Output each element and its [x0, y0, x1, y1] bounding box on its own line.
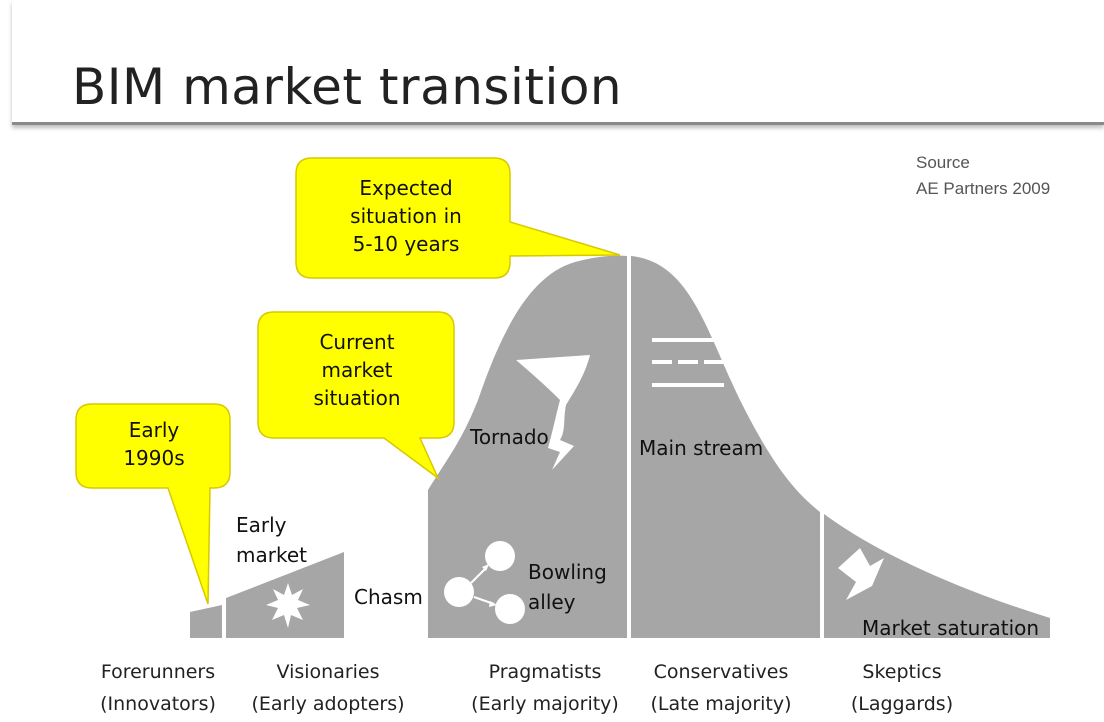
- callout-expected-bubble: [295, 157, 621, 279]
- label-bowling-alley-line: Bowling: [528, 560, 607, 584]
- starburst-icon: [266, 583, 310, 628]
- label-tornado: Tornado: [470, 425, 549, 449]
- segment-label-early-majority: Pragmatists (Early majority): [455, 656, 635, 720]
- segment-late-majority: [631, 256, 820, 638]
- label-early-market-line: market: [236, 543, 307, 567]
- callout-expected-text: Expected situation in 5-10 years: [306, 174, 506, 258]
- label-market-saturation: Market saturation: [862, 616, 1040, 640]
- label-chasm: Chasm: [354, 585, 423, 609]
- segment-sub: (Early adopters): [251, 693, 405, 715]
- main-stream-lines-icon: [652, 338, 724, 387]
- callout-early1990s-line: Early: [128, 418, 180, 442]
- segment-laggards: [824, 514, 1050, 638]
- segment-label-laggards: Skeptics (Laggards): [842, 656, 962, 720]
- callout-current-line: market: [321, 358, 393, 382]
- callout-current-text: Current market situation: [262, 328, 452, 412]
- title-bar: [12, 0, 1104, 125]
- tornado-icon: [516, 355, 590, 470]
- callout-early1990s-line: 1990s: [123, 446, 185, 470]
- source-value: AE Partners 2009: [916, 179, 1051, 198]
- label-bowling-alley-line: alley: [528, 590, 576, 614]
- callout-expected-line: Expected: [359, 176, 453, 200]
- callout-current-bubble: [257, 311, 455, 481]
- callout-current-line: situation: [313, 386, 401, 410]
- callout-expected-line: situation in: [350, 204, 462, 228]
- segment-name: Visionaries: [276, 661, 380, 683]
- segment-sub: (Laggards): [850, 693, 954, 715]
- segment-sub: (Innovators): [100, 693, 216, 715]
- saturation-arrow-icon: [838, 548, 884, 600]
- segment-name: Forerunners: [100, 661, 216, 683]
- segment-name: Pragmatists: [488, 661, 602, 683]
- callout-expected-line: 5-10 years: [352, 232, 460, 256]
- segment-name: Conservatives: [653, 661, 789, 683]
- callout-early1990s-bubble: [75, 403, 231, 605]
- segment-name: Skeptics: [862, 661, 942, 683]
- segment-label-innovators: Forerunners (Innovators): [88, 656, 228, 720]
- label-early-market-line: Early: [236, 513, 287, 537]
- segment-innovators: [190, 605, 222, 638]
- segment-sub: (Late majority): [650, 693, 792, 715]
- segment-label-early-adopters: Visionaries (Early adopters): [238, 656, 418, 720]
- label-bowling-alley: Bowling alley: [528, 557, 607, 617]
- bowling-balls-icon: [444, 541, 525, 624]
- label-main-stream: Main stream: [639, 436, 764, 460]
- callout-early1990s-text: Early 1990s: [80, 416, 228, 472]
- source-note: Source AE Partners 2009: [916, 150, 1050, 202]
- page-title: BIM market transition: [72, 58, 623, 116]
- segment-label-late-majority: Conservatives (Late majority): [636, 656, 806, 720]
- segment-sub: (Early majority): [471, 693, 619, 715]
- segment-early-majority: [428, 255, 627, 638]
- callout-current-line: Current: [319, 330, 395, 354]
- label-early-market: Early market: [236, 510, 307, 570]
- source-label: Source: [916, 153, 970, 172]
